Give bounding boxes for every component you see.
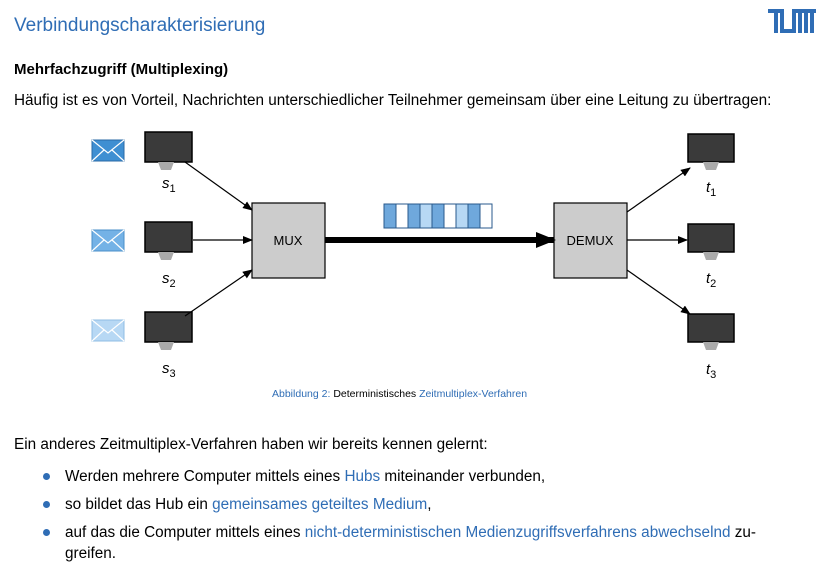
sender-label-3: s3 <box>162 360 176 380</box>
receiver-computer-icon-2 <box>687 223 735 260</box>
envelope-icon-1 <box>91 139 125 162</box>
sender-label-2: s2 <box>162 270 176 290</box>
arrow-s1-mux <box>184 161 253 211</box>
time-slot <box>431 203 445 229</box>
bullet-text: Werden mehrere Computer mittels eines <box>65 468 341 485</box>
bullet-text: zu- <box>734 524 756 541</box>
sender-computer-icon-1 <box>144 131 193 170</box>
bullet-item-3: auf das die Computer mittels eines nicht… <box>40 522 810 564</box>
figure-caption: Abbildung 2: Deterministisches Zeitmulti… <box>272 388 527 400</box>
bullet-text: greifen. <box>65 545 117 562</box>
time-slot <box>455 203 469 229</box>
time-slot <box>479 203 493 229</box>
receiver-computer-icon-3 <box>687 313 735 350</box>
time-slot <box>467 203 481 229</box>
envelope-icon-3 <box>91 319 125 342</box>
bullet-text: auf das die Computer mittels eines <box>65 524 301 541</box>
arrow-demux-t1 <box>626 167 691 213</box>
sender-computer-icon-3 <box>144 311 193 350</box>
time-slot <box>383 203 397 229</box>
access-method-link: nicht-deterministischen Medienzugriffsve… <box>304 524 731 541</box>
time-slot <box>407 203 421 229</box>
time-slot <box>419 203 433 229</box>
bullet-item-1: Werden mehrere Computer mittels eines Hu… <box>40 466 810 487</box>
bullet-dot-icon <box>43 501 50 508</box>
bullet-text: miteinander verbunden, <box>384 468 546 485</box>
envelope-icon-2 <box>91 229 125 252</box>
time-slot-frame <box>383 203 493 229</box>
shared-medium-link: gemeinsames geteiltes Medium <box>212 496 428 513</box>
bullet-text: , <box>427 496 432 513</box>
arrow-s3-mux <box>184 269 253 317</box>
receiver-computer-icon-1 <box>687 133 735 170</box>
arrow-demux-t3 <box>626 269 691 315</box>
bullet-dot-icon <box>43 473 50 480</box>
demux-label: DEMUX <box>567 233 614 248</box>
bullet-list: Werden mehrere Computer mittels eines Hu… <box>40 466 810 571</box>
paragraph-text: Ein anderes Zeitmultiplex-Verfahren habe… <box>14 436 488 453</box>
mux-label: MUX <box>274 233 303 248</box>
sender-computer-icon-2 <box>144 221 193 260</box>
multiplexing-diagram: s1 s2 s3 MUX DEMUX t1 t2 t3 <box>91 131 735 381</box>
hubs-link: Hubs <box>344 468 381 485</box>
bullet-dot-icon <box>43 529 50 536</box>
receiver-label-1: t1 <box>706 179 716 199</box>
caption-label: Abbildung 2: <box>272 388 331 400</box>
tum-logo <box>768 9 816 33</box>
receiver-label-2: t2 <box>706 270 716 290</box>
time-slot <box>443 203 457 229</box>
bullet-text: so bildet das Hub ein <box>65 496 208 513</box>
caption-text: Deterministisches <box>333 388 417 400</box>
section-heading: Mehrfachzugriff (Multiplexing) <box>14 61 229 78</box>
sender-label-1: s1 <box>162 175 176 195</box>
caption-highlight: Zeitmultiplex-Verfahren <box>419 388 528 400</box>
time-slot <box>395 203 409 229</box>
bullet-item-2: so bildet das Hub ein gemeinsames geteil… <box>40 494 810 515</box>
receiver-label-3: t3 <box>706 361 716 381</box>
page-title: Verbindungscharakterisierung <box>14 15 266 36</box>
intro-text: Häufig ist es von Vorteil, Nachrichten u… <box>14 92 772 109</box>
